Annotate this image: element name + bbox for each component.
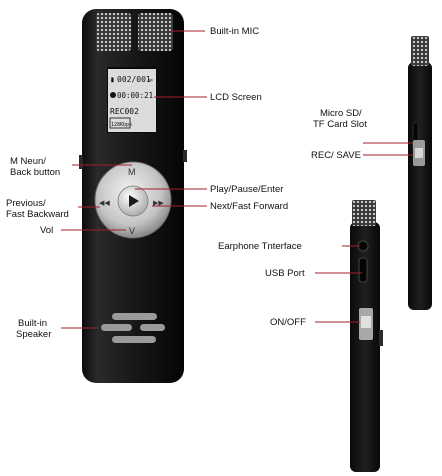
- label-speaker-1: Built-in: [18, 318, 47, 329]
- label-speaker-2: Speaker: [16, 329, 51, 340]
- label-vol: Vol: [40, 225, 53, 236]
- label-microsd-2: TF Card Slot: [313, 119, 367, 130]
- label-m-menu: M Neun/: [10, 156, 46, 167]
- side-mic-right: [411, 36, 429, 66]
- vol-key-label: V: [129, 226, 135, 236]
- speaker-slot-top: [112, 313, 157, 320]
- lcd-bitrate-badge: [109, 117, 131, 129]
- mic-grille-left: [96, 13, 131, 51]
- menu-key-label: M: [128, 167, 136, 177]
- speaker-slot-left: [101, 324, 132, 331]
- label-fast-backward: Fast Backward: [6, 209, 69, 220]
- label-lcd-screen: LCD Screen: [210, 92, 262, 103]
- leader-lines: [61, 30, 413, 329]
- right-side-button[interactable]: [183, 150, 187, 162]
- label-next-forward: Next/Fast Forward: [210, 201, 288, 212]
- lcd-line-time: 00:00:21: [117, 91, 153, 100]
- speaker-slot-bottom: [112, 336, 156, 343]
- label-builtin-mic: Built-in MIC: [210, 26, 259, 37]
- side-body-left: [350, 222, 380, 472]
- recorder-front: ▮ 002/001 ▭ 00:00:21 REC002 128Kbps M V …: [79, 9, 187, 383]
- lcd-screen: ▮ 002/001 ▭ 00:00:21 REC002 128Kbps: [108, 69, 156, 132]
- side-mic-left: [352, 200, 376, 226]
- recorder-side-right: [408, 36, 432, 310]
- label-play-pause: Play/Pause/Enter: [210, 184, 283, 195]
- label-rec-save: REC/ SAVE: [311, 150, 361, 161]
- lcd-battery-icon: ▭: [148, 76, 152, 84]
- mic-grille-right: [138, 13, 173, 51]
- speaker-slot-right: [140, 324, 165, 331]
- on-off-switch-knob: [361, 316, 371, 328]
- lcd-line-file: REC002: [110, 107, 139, 116]
- play-icon: [129, 195, 139, 207]
- side-body-right: [408, 62, 432, 310]
- lcd-record-icon: [110, 92, 116, 98]
- control-dial[interactable]: M V ◀◀ ▶▶: [94, 161, 172, 239]
- label-usb-port: USB Port: [265, 268, 305, 279]
- label-earphone: Earphone Tnterface: [218, 241, 302, 252]
- label-on-off: ON/OFF: [270, 317, 306, 328]
- recorder-side-left: [350, 200, 383, 472]
- side-button-left[interactable]: [379, 330, 383, 346]
- label-previous: Previous/: [6, 198, 46, 209]
- lcd-line-track: 002/001: [117, 75, 151, 84]
- next-key-label: ▶▶: [153, 200, 164, 207]
- label-back-button: Back button: [10, 167, 60, 178]
- label-microsd-1: Micro SD/: [320, 108, 362, 119]
- lcd-bitrate-text: 128Kbps: [111, 122, 132, 128]
- rec-save-switch-knob: [415, 148, 423, 158]
- prev-key-label: ◀◀: [99, 200, 110, 207]
- menu-side-button[interactable]: [79, 155, 83, 169]
- usb-port[interactable]: [358, 257, 368, 283]
- lcd-file-icon: ▮: [110, 75, 115, 84]
